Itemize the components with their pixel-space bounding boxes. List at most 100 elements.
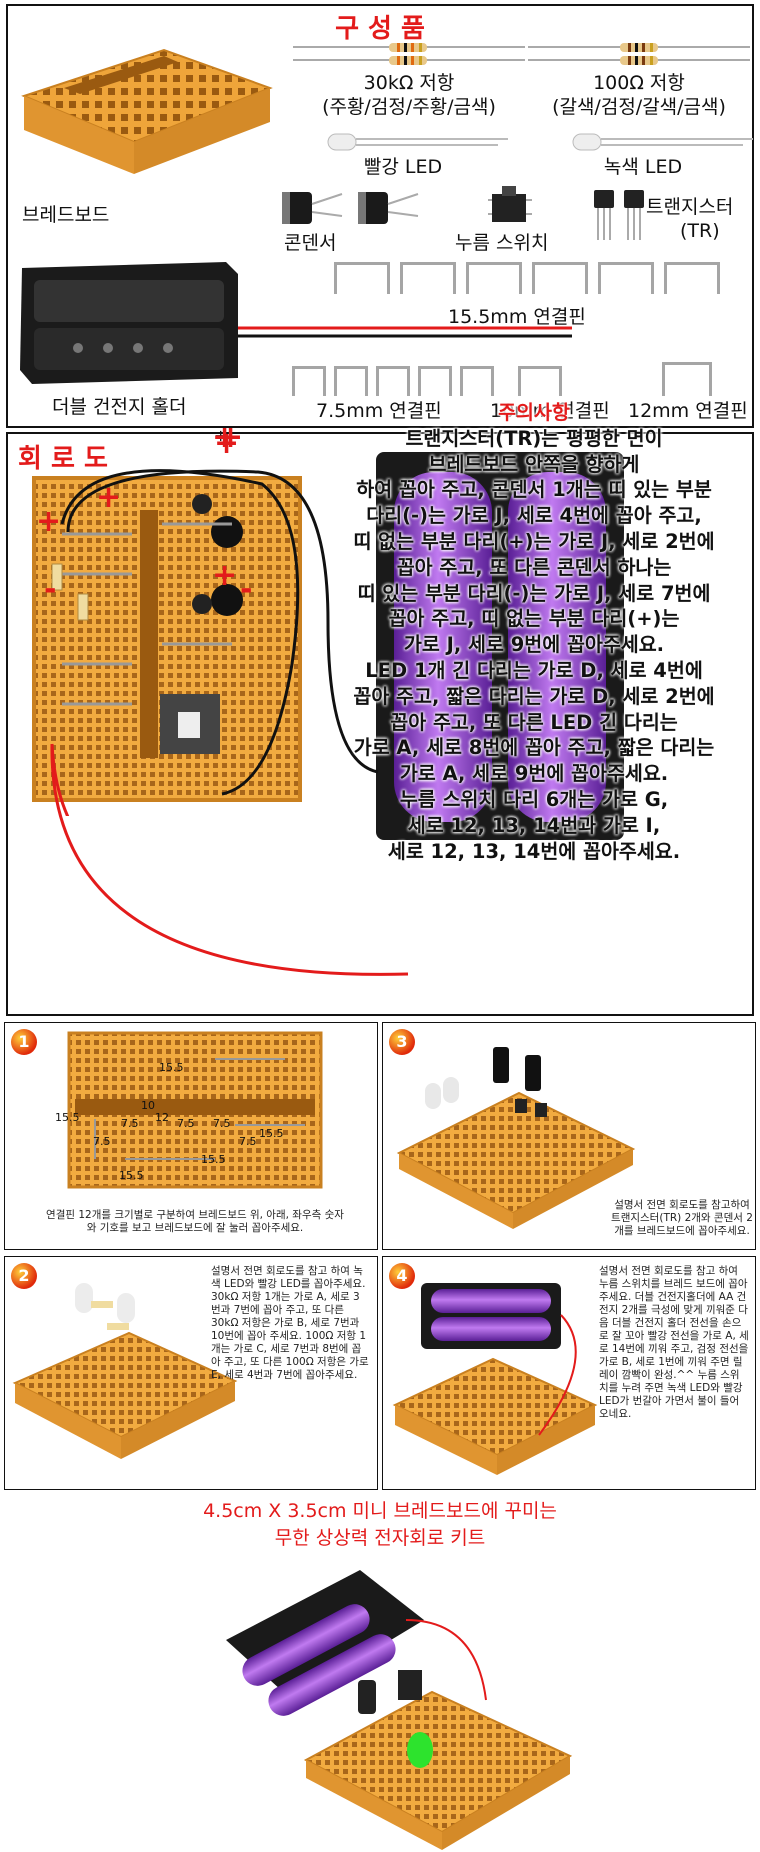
label-pin-10: 10mm 연결핀	[490, 400, 610, 422]
pin-7-5	[460, 366, 494, 396]
plus-marker: +	[96, 480, 122, 515]
step-1-pin-label: 15.5	[159, 1061, 184, 1074]
breadboard-image	[21, 48, 273, 174]
step-1-text: 연결핀 12개를 크기별로 구분하여 브레드보드 위, 아래, 좌우측 숫자와 …	[46, 1209, 344, 1234]
step-1-pin-label: 15.5	[259, 1127, 284, 1140]
plus-marker: +	[214, 426, 228, 445]
notice-line: 세로 12, 13, 14번과 가로 I,	[407, 813, 661, 837]
step-2-board	[12, 1283, 238, 1459]
label-push-switch: 누름 스위치	[455, 232, 549, 254]
step-badge: 4	[389, 1263, 415, 1289]
footer-line-2: 무한 상상력 전자회로 키트	[274, 1527, 486, 1549]
pin-15-5	[466, 262, 522, 294]
notice-line: 가로 A, 세로 8번에 꼽아 주고, 짧은 다리는	[353, 736, 715, 760]
notice-line: 트랜지스터(TR)는 평평한 면이	[405, 426, 663, 450]
resistor-30k-image	[293, 43, 525, 65]
step-3-panel: 3 설명서 전면 회로도를 참고하여 트랜지스터(TR) 2개와 콘덴서 2개를…	[382, 1022, 756, 1250]
battery-holder-topview	[376, 452, 624, 840]
notice-line: 꼽아 주고, 또 다른 콘덴서 하나는	[396, 555, 672, 579]
notice-line: 꼽아 주고, 띠 없는 부분 다리(+)는	[388, 607, 680, 631]
circuit-title: 회 로 도	[18, 444, 108, 474]
pin-15-5	[400, 262, 456, 294]
step-1-board	[67, 1031, 323, 1189]
pin-10	[518, 366, 562, 396]
step-badge: 2	[11, 1263, 37, 1289]
label-resistor-100: 100Ω 저항	[593, 72, 685, 94]
pin-15-5	[532, 262, 588, 294]
notice-line: 띠 있는 부분 다리(-)는 가로 J, 세로 7번에	[357, 581, 711, 605]
step-1-pin-label: 7.5	[93, 1135, 111, 1148]
step-1-pin-label: 12	[155, 1111, 169, 1124]
label-transistor: 트랜지스터	[646, 196, 734, 218]
step-badge: 1	[11, 1029, 37, 1055]
pin-7-5	[292, 366, 326, 396]
notice-line: LED 1개 긴 다리는 가로 D, 세로 4번에	[365, 658, 703, 682]
step-1-pin-label: 7.5	[239, 1135, 257, 1148]
pin-7-5	[334, 366, 368, 396]
breadboard-topview	[32, 469, 302, 816]
step-2-text: 설명서 전면 회로도를 참고 하여 녹색 LED와 빨강 LED를 꼽아주세요.…	[211, 1265, 369, 1381]
label-red-led: 빨강 LED	[363, 156, 443, 178]
step-1-pin-label: 7.5	[177, 1117, 195, 1130]
step-4-board	[392, 1283, 598, 1475]
step-1-pin-label: 7.5	[213, 1117, 231, 1130]
notice-line: 띠 없는 부분 다리(+)는 가로 J, 세로 2번에	[353, 529, 715, 553]
step-2-panel: 2 설명서 전면 회로도를 참고 하여 녹색 LED와 빨강 LED를 꼽아주세…	[4, 1256, 378, 1490]
step-3-text: 설명서 전면 회로도를 참고하여 트랜지스터(TR) 2개와 콘덴서 2개를 브…	[611, 1199, 753, 1237]
plus-marker: +	[36, 504, 62, 539]
footer-title: 4.5cm X 3.5cm 미니 브레드보드에 꾸미는 무한 상상력 전자회로 …	[0, 1498, 760, 1552]
notice-line: 누름 스위치 다리 6개는 가로 G,	[399, 787, 669, 811]
step-1-pin-label: 7.5	[121, 1117, 139, 1130]
notice-line: 다리(-)는 가로 J, 세로 4번에 꼽아 주고,	[366, 504, 702, 528]
step-4-panel: 4 설명서 전면 회로도를 참고 하여 누름 스위치를 브레드 보드에 꼽아주세…	[382, 1256, 756, 1490]
red-wire	[50, 743, 409, 976]
plus-marker: +	[212, 558, 238, 593]
minus-marker: -	[240, 572, 253, 607]
notice-title: 주의사항	[498, 401, 570, 424]
notice-text: 주의사항 트랜지스터(TR)는 평평한 면이 브레드보드 안쪽을 향하게 하여 …	[334, 400, 734, 864]
notice-line: 꼽아 주고, 또 다른 LED 긴 다리는	[390, 710, 678, 734]
pin-15-5	[334, 262, 390, 294]
step-1-pin-label: 10	[141, 1099, 155, 1112]
notice-line: 하여 꼽아 주고, 콘덴서 1개는 띠 있는 부분	[356, 478, 712, 502]
black-wire	[66, 469, 379, 774]
notice-line: 브레드보드 안쪽을 향하게	[428, 452, 640, 476]
plus-marker: +	[214, 426, 240, 461]
notice-line: 세로 12, 13, 14번에 꼽아주세요.	[387, 839, 681, 863]
minus-marker: -	[44, 572, 57, 607]
label-pin-15-5: 15.5mm 연결핀	[448, 306, 586, 328]
notice-line: 가로 A, 세로 9번에 꼽아주세요.	[399, 762, 669, 786]
label-pin-7-5: 7.5mm 연결핀	[316, 400, 442, 422]
footer-line-1: 4.5cm X 3.5cm 미니 브레드보드에 꾸미는	[203, 1500, 557, 1522]
notice-line: 꼽아 주고, 짧은 다리는 가로 D, 세로 2번에	[353, 684, 715, 708]
battery-holder-image	[20, 262, 572, 384]
red-led-image	[327, 133, 508, 151]
label-breadboard: 브레드보드	[22, 204, 110, 226]
step-1-pin-label: 15.5	[55, 1111, 80, 1124]
assembled-kit-image	[226, 1570, 573, 1850]
label-resistor-30k-code: (주황/검정/주황/금색)	[322, 96, 496, 118]
label-green-led: 녹색 LED	[603, 156, 683, 178]
pin-7-5	[418, 366, 452, 396]
components-title: 구 성 품	[335, 14, 425, 44]
step-4-text: 설명서 전면 회로도를 참고 하여 누름 스위치를 브레드 보드에 꼽아주세요.…	[599, 1265, 749, 1420]
label-pin-12: 12mm 연결핀	[628, 400, 748, 422]
step-1-pin-label: 15.5	[201, 1153, 226, 1166]
step-1-pin-label: 15.5	[119, 1169, 144, 1182]
label-resistor-100-code: (갈색/검정/갈색/금색)	[552, 96, 726, 118]
label-battery-holder: 더블 건전지 홀더	[52, 396, 187, 418]
step-1-panel: 1 15.5 15.5 10 12 7.5 7.5 7.5 7.5 7.5 15…	[4, 1022, 378, 1250]
capacitor-image	[282, 192, 419, 224]
label-resistor-30k: 30kΩ 저항	[363, 72, 455, 94]
step-3-board	[396, 1047, 636, 1229]
pin-15-5	[664, 262, 720, 294]
pin-7-5	[376, 366, 410, 396]
components-panel: 구 성 품 브레드보드 30kΩ 저항 (주황/검정/주황/금색) 100Ω 저…	[6, 4, 754, 428]
transistor-image	[594, 190, 644, 240]
label-capacitor: 콘덴서	[284, 232, 337, 254]
resistor-100-image	[528, 43, 750, 65]
pin-12	[662, 362, 712, 396]
notice-line: 가로 J, 세로 9번에 꼽아주세요.	[403, 633, 665, 657]
plus-marker: +	[218, 420, 244, 455]
push-switch-image	[488, 186, 532, 222]
